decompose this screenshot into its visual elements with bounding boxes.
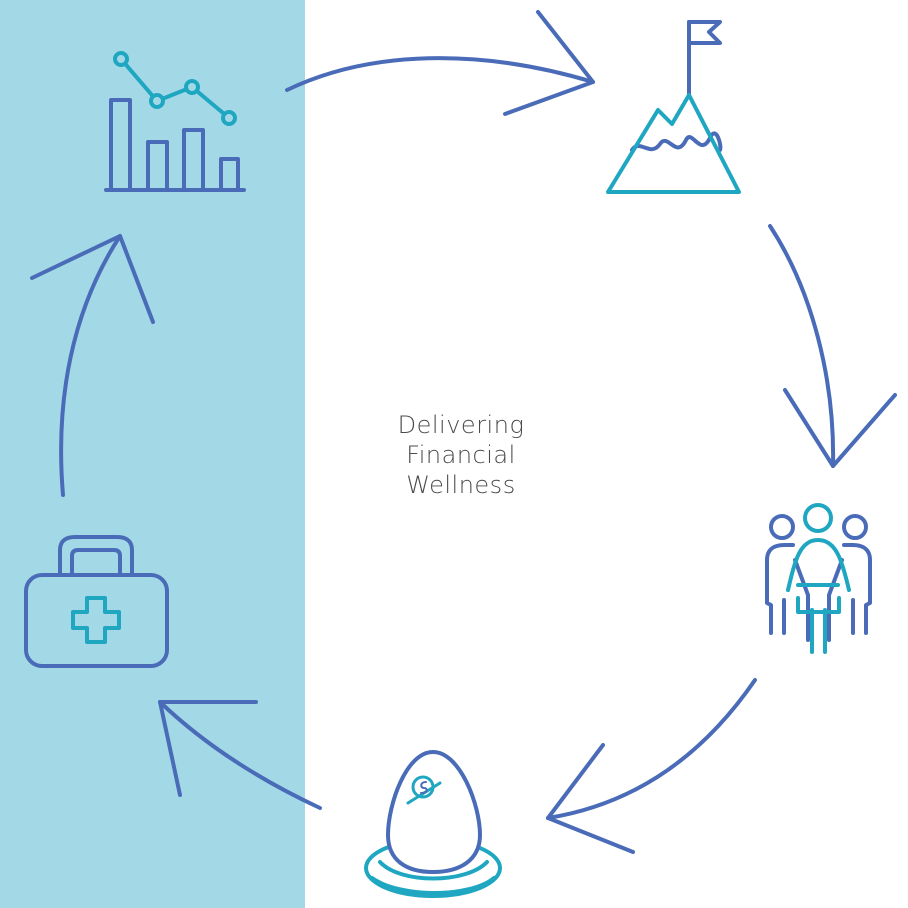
people-group-icon bbox=[765, 503, 872, 654]
left-highlight-panel bbox=[0, 0, 305, 908]
arrow-bottom-right bbox=[546, 678, 757, 854]
caption-line-1: Delivering bbox=[397, 411, 525, 439]
bar-line-chart-icon bbox=[104, 51, 246, 192]
medical-kit-icon bbox=[24, 535, 169, 668]
caption-line-3: Wellness bbox=[406, 471, 516, 499]
nest-egg-icon bbox=[364, 750, 502, 898]
arrow-top bbox=[285, 10, 595, 116]
center-caption: Delivering Financial Wellness bbox=[330, 410, 592, 500]
arrow-bottom-left bbox=[158, 700, 322, 810]
mountain-flag-icon bbox=[606, 20, 741, 194]
arrow-left bbox=[30, 234, 155, 497]
caption-line-2: Financial bbox=[406, 441, 516, 469]
arrow-right bbox=[768, 224, 897, 468]
